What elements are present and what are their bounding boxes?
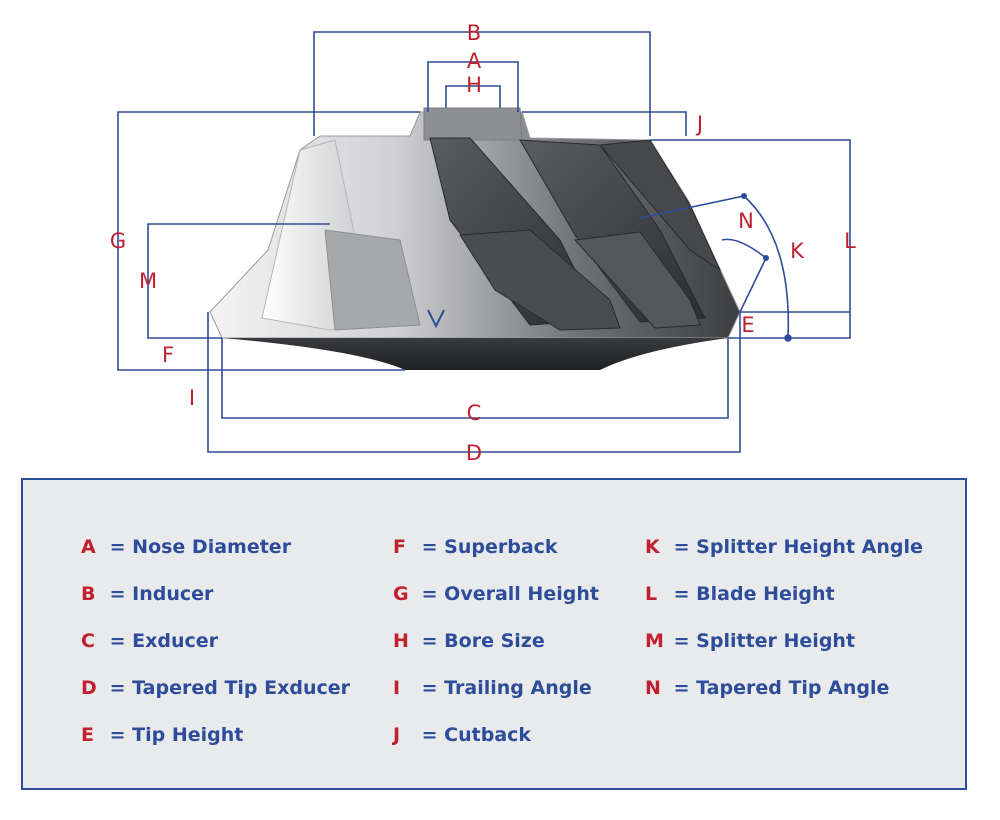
legend-key: N	[645, 677, 661, 699]
label-i: I	[189, 386, 195, 410]
legend-item: N = Tapered Tip Angle	[645, 677, 889, 699]
legend-text: Tip Height	[132, 724, 244, 746]
legend-key: M	[645, 630, 664, 652]
legend-text: Tapered Tip Exducer	[132, 677, 351, 699]
label-l: L	[844, 229, 856, 253]
label-j: J	[695, 112, 703, 136]
legend-text: Bore Size	[444, 630, 545, 652]
legend-item: C = Exducer	[81, 630, 218, 652]
label-b: B	[467, 21, 481, 45]
legend-equals: =	[109, 724, 133, 746]
legend-item: D = Tapered Tip Exducer	[81, 677, 350, 699]
compressor-wheel-diagram: B A H J G M F I C D N K L E	[110, 21, 856, 465]
wheel-image	[209, 107, 741, 370]
label-m: M	[139, 269, 157, 293]
legend-equals: =	[109, 583, 133, 605]
legend-text: Inducer	[132, 583, 214, 605]
label-h: H	[466, 73, 482, 97]
label-e: E	[741, 313, 754, 337]
legend-text: Blade Height	[696, 583, 835, 605]
label-n: N	[738, 209, 754, 233]
label-k: K	[790, 239, 805, 263]
legend-equals: =	[421, 724, 445, 746]
label-a: A	[467, 49, 482, 73]
legend-equals: =	[109, 677, 133, 699]
legend-key: H	[393, 630, 409, 652]
dimension-labels: B A H J G M F I C D N K L E	[110, 21, 856, 465]
legend-item: G = Overall Height	[393, 583, 599, 605]
label-d: D	[466, 441, 482, 465]
legend-item: H = Bore Size	[393, 630, 545, 652]
legend-equals: =	[421, 536, 445, 558]
legend-equals: =	[421, 630, 445, 652]
legend-text: Exducer	[132, 630, 219, 652]
legend-key: D	[81, 677, 97, 699]
legend-item: J = Cutback	[393, 724, 531, 746]
label-g: G	[110, 229, 126, 253]
legend-text: Tapered Tip Angle	[696, 677, 890, 699]
legend-panel: A = Nose Diameter B = Inducer C = Exduce…	[21, 478, 967, 790]
legend-item: L = Blade Height	[645, 583, 835, 605]
legend-equals: =	[673, 630, 697, 652]
legend-equals: =	[109, 536, 133, 558]
legend-text: Nose Diameter	[132, 536, 292, 558]
legend-text: Splitter Height Angle	[696, 536, 923, 558]
legend-key: G	[393, 583, 409, 605]
legend-key: F	[393, 536, 406, 558]
dimension-lines	[117, 31, 851, 453]
legend-key: A	[81, 536, 96, 558]
legend-text: Cutback	[444, 724, 532, 746]
legend-equals: =	[673, 677, 697, 699]
legend-item: A = Nose Diameter	[81, 536, 291, 558]
legend-item: M = Splitter Height	[645, 630, 855, 652]
legend-text: Superback	[444, 536, 558, 558]
legend-item: I = Trailing Angle	[393, 677, 592, 699]
legend-key: L	[645, 583, 658, 605]
legend-key: K	[645, 536, 660, 558]
legend-equals: =	[673, 536, 697, 558]
legend-key: J	[393, 724, 401, 746]
legend-key: C	[81, 630, 95, 652]
legend-item: F = Superback	[393, 536, 558, 558]
legend-text: Overall Height	[444, 583, 599, 605]
legend-text: Splitter Height	[696, 630, 856, 652]
legend-key: I	[393, 677, 401, 699]
legend-key: B	[81, 583, 96, 605]
legend-equals: =	[109, 630, 133, 652]
legend-equals: =	[421, 677, 445, 699]
legend-key: E	[81, 724, 94, 746]
label-f: F	[162, 343, 174, 367]
label-c: C	[467, 401, 482, 425]
legend-item: K = Splitter Height Angle	[645, 536, 923, 558]
legend-equals: =	[673, 583, 697, 605]
legend-text: Trailing Angle	[444, 677, 592, 699]
legend-item: E = Tip Height	[81, 724, 243, 746]
legend-equals: =	[421, 583, 445, 605]
legend-item: B = Inducer	[81, 583, 213, 605]
